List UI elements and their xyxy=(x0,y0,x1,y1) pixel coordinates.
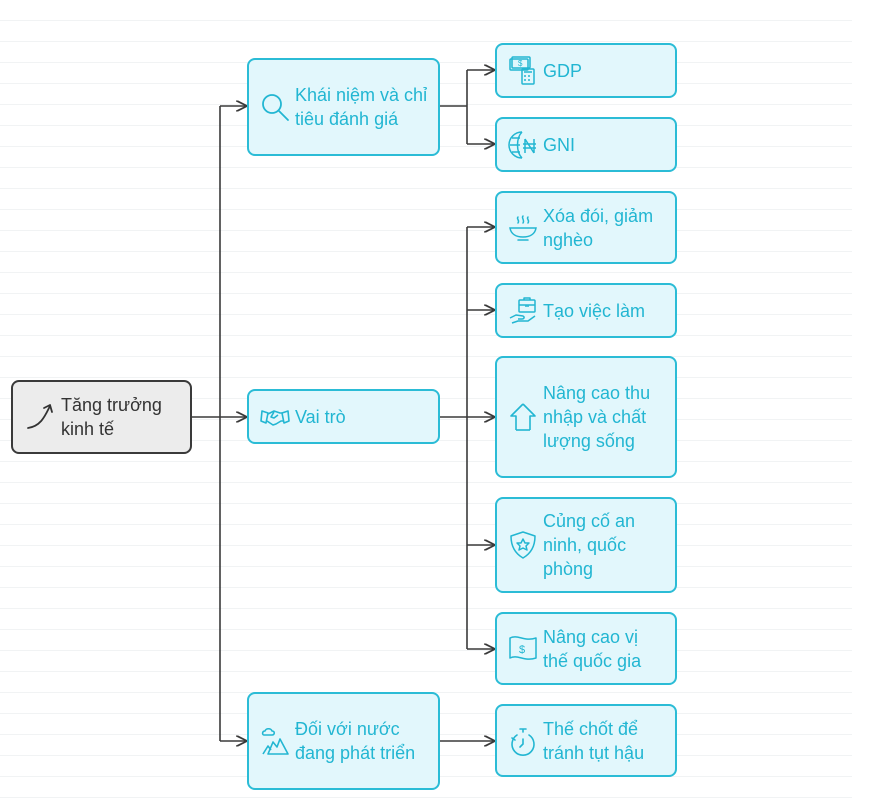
svg-text:$: $ xyxy=(519,644,525,656)
leaf-income-label: Nâng cao thu nhập và chất lượng sống xyxy=(543,383,651,451)
globe-currency-icon xyxy=(507,129,539,161)
food-bowl-icon xyxy=(507,212,539,244)
leaf-catch-up: Thế chốt để tránh tụt hậu xyxy=(495,704,677,777)
root-label: Tăng trưởng kinh tế xyxy=(61,395,162,439)
leaf-security: Củng cố an ninh, quốc phòng xyxy=(495,497,677,593)
leaf-jobs-label: Tạo việc làm xyxy=(543,300,646,321)
flag-dollar-icon: $ xyxy=(507,633,539,665)
branch-concepts: Khái niệm và chỉ tiêu đánh giá xyxy=(247,58,440,156)
money-calculator-icon: $ xyxy=(507,55,539,87)
leaf-jobs: Tạo việc làm xyxy=(495,283,677,338)
leaf-gdp-label: GDP xyxy=(543,60,583,81)
branch-roles: Vai trò xyxy=(247,389,440,444)
shield-star-icon xyxy=(507,529,539,561)
leaf-poverty: Xóa đói, giảm nghèo xyxy=(495,191,677,264)
svg-text:$: $ xyxy=(518,59,523,68)
leaf-poverty-label: Xóa đói, giảm nghèo xyxy=(543,205,654,250)
branch-concepts-label: Khái niệm và chỉ tiêu đánh giá xyxy=(295,85,428,129)
handshake-icon xyxy=(259,401,291,433)
leaf-gni-label: GNI xyxy=(543,134,576,155)
leaf-income: Nâng cao thu nhập và chất lượng sống xyxy=(495,356,677,478)
leaf-gni: GNI xyxy=(495,117,677,172)
stopwatch-icon xyxy=(507,725,539,757)
hand-briefcase-icon xyxy=(507,295,539,327)
trend-arrow-icon xyxy=(23,398,57,437)
magnifier-icon xyxy=(259,91,291,123)
landscape-icon xyxy=(259,725,291,757)
leaf-status: $ Nâng cao vị thế quốc gia xyxy=(495,612,677,685)
branch-developing: Đối với nước đang phát triển xyxy=(247,692,440,790)
leaf-gdp: $ GDP xyxy=(495,43,677,98)
leaf-catch-up-label: Thế chốt để tránh tụt hậu xyxy=(543,718,645,763)
root-node: Tăng trưởng kinh tế xyxy=(11,380,192,454)
leaf-status-label: Nâng cao vị thế quốc gia xyxy=(543,626,642,671)
leaf-security-label: Củng cố an ninh, quốc phòng xyxy=(543,511,636,579)
branch-developing-label: Đối với nước đang phát triển xyxy=(295,719,416,763)
arrow-up-icon xyxy=(507,401,539,433)
branch-roles-label: Vai trò xyxy=(295,406,346,427)
